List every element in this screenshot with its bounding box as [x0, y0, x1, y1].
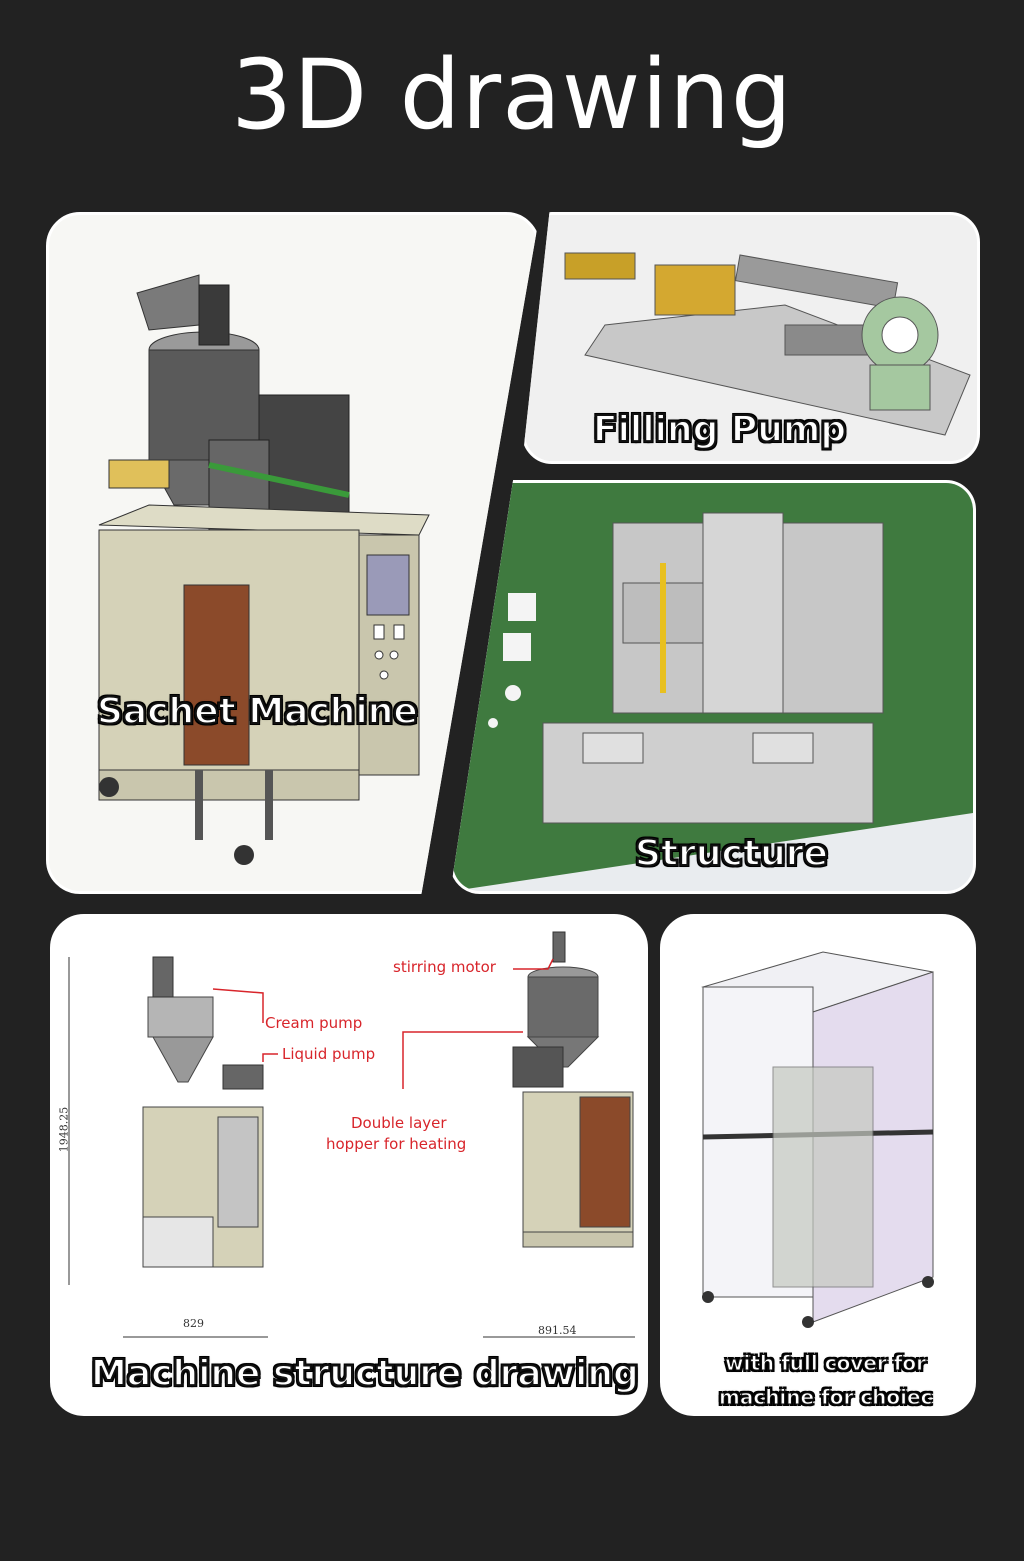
side-width-dimension: 891.54 [538, 1324, 577, 1337]
sachet-machine-caption: Sachet Machine [96, 690, 419, 733]
double-layer-label-line1: Double layer [351, 1114, 447, 1132]
full-cover-caption-line2: machine for choiec [718, 1385, 933, 1410]
page-title: 3D drawing [231, 39, 793, 151]
filling-pump-caption: Filling Pump [592, 408, 847, 451]
full-cover-illustration [663, 917, 973, 1413]
filling-pump-illustration [525, 215, 977, 461]
full-cover-panel: with full cover for machine for choiec [660, 914, 976, 1416]
sachet-machine-panel: Sachet Machine [46, 212, 540, 894]
front-width-dimension: 829 [183, 1317, 204, 1330]
structure-drawing-caption: Machine structure drawing [90, 1352, 640, 1395]
structure-drawing-illustration [53, 917, 645, 1413]
height-dimension: 1948.25 [57, 1106, 71, 1153]
sachet-machine-illustration [49, 215, 537, 891]
structure-drawing-panel: stirring motor Cream pump Liquid pump Do… [50, 914, 648, 1416]
stirring-motor-label: stirring motor [393, 958, 496, 976]
structure-caption: Structure [634, 832, 829, 875]
structure-panel: Structure [450, 480, 976, 894]
double-layer-label-line2: hopper for heating [326, 1135, 467, 1153]
full-cover-caption-line1: with full cover for [724, 1351, 927, 1376]
cream-pump-label: Cream pump [265, 1014, 363, 1032]
filling-pump-panel: Filling Pump [522, 212, 980, 464]
liquid-pump-label: Liquid pump [282, 1045, 376, 1063]
structure-illustration [453, 483, 973, 891]
